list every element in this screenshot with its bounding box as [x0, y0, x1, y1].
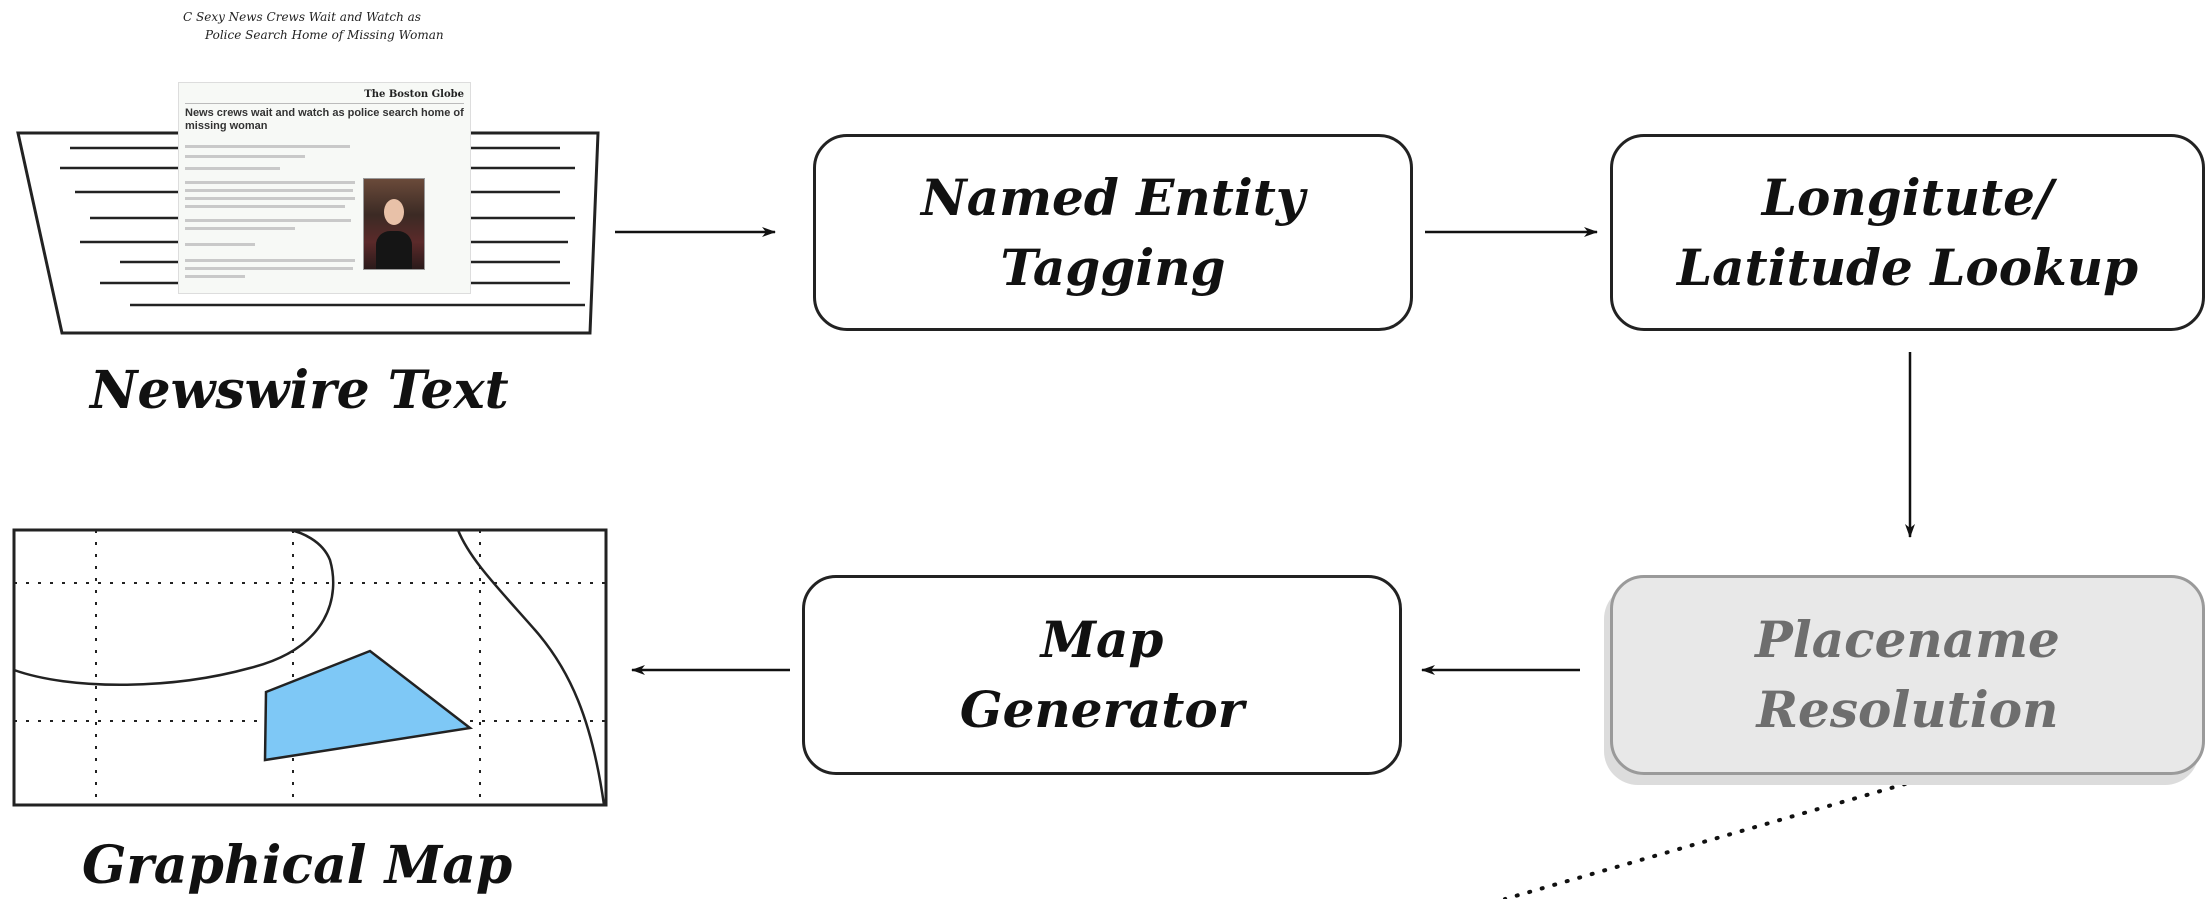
mapgen-label-line2: Generator: [959, 680, 1245, 739]
lookup-label-line2: Latitude Lookup: [1676, 237, 2139, 297]
map-region-polygon: [263, 649, 474, 762]
clipping-photo: [363, 178, 425, 270]
newspaper-name: The Boston Globe: [364, 89, 464, 100]
article-headline-line2: Police Search Home of Missing Woman: [205, 28, 444, 42]
placename-resolution-box: Placename Resolution: [1610, 575, 2205, 775]
lat-long-lookup-box: Longitute/ Latitude Lookup: [1610, 134, 2205, 331]
resolution-label-line2: Resolution: [1756, 680, 2059, 739]
mapgen-label-line1: Map: [1040, 610, 1164, 669]
clipping-headline: News crews wait and watch as police sear…: [185, 107, 464, 132]
ner-label-line1: Named Entity: [921, 167, 1305, 227]
ner-label-line2: Tagging: [1000, 237, 1226, 297]
lookup-label-line1: Longitute/: [1761, 167, 2054, 227]
newspaper-masthead: The Boston Globe: [185, 89, 464, 104]
graphical-map-caption: Graphical Map: [82, 835, 513, 896]
resolution-label-line1: Placename: [1755, 610, 2060, 669]
article-headline-line1: C Sexy News Crews Wait and Watch as: [183, 10, 421, 24]
newspaper-clipping: The Boston Globe News crews wait and wat…: [178, 82, 471, 294]
newswire-text-caption: Newswire Text: [90, 360, 509, 421]
graphical-map-icon: [12, 528, 608, 807]
article-headline: C Sexy News Crews Wait and Watch as Poli…: [183, 8, 444, 44]
named-entity-tagging-box: Named Entity Tagging: [813, 134, 1413, 331]
dotted-connector-line: [1503, 782, 1907, 899]
map-generator-box: Map Generator: [802, 575, 1402, 775]
